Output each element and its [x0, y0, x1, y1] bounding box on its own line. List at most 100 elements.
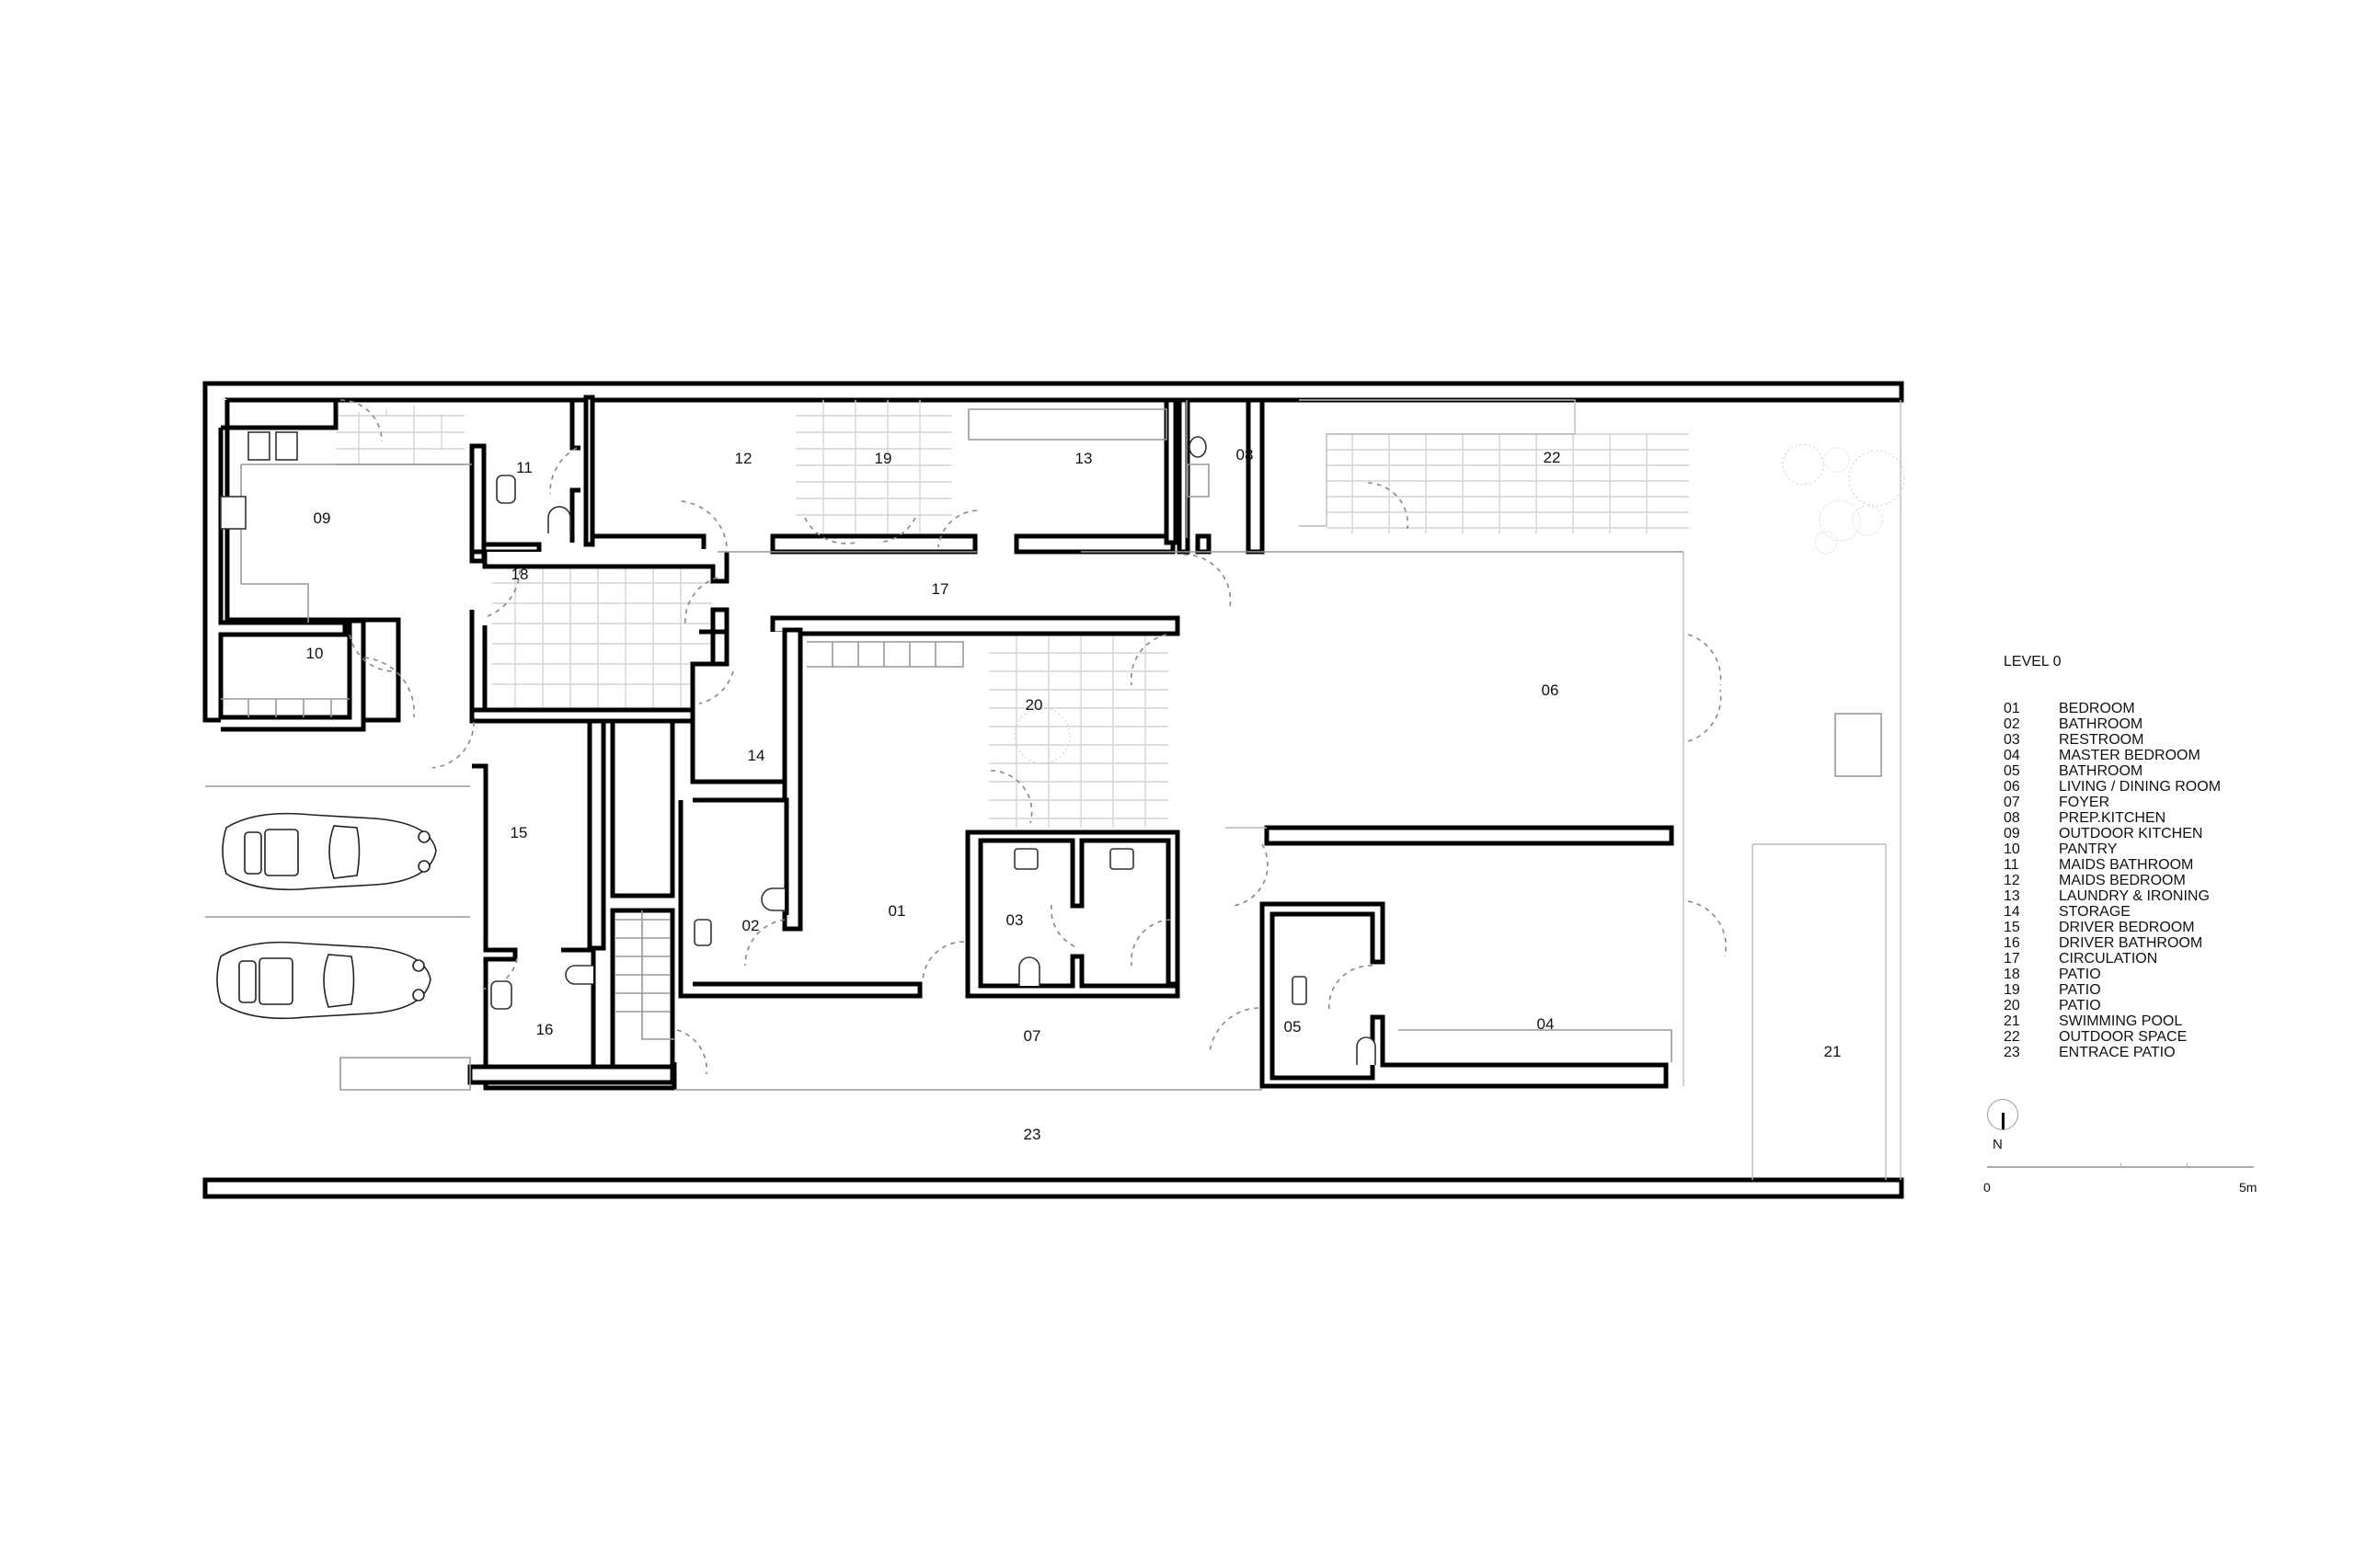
- legend-name: OUTDOOR KITCHEN: [2059, 825, 2203, 841]
- legend-item: 10 PANTRY: [2004, 841, 2221, 857]
- room-label-12: 12: [735, 450, 752, 467]
- room-label-03: 03: [1006, 911, 1024, 929]
- room-label-09: 09: [314, 509, 331, 527]
- legend-name: SWIMMING POOL: [2059, 1013, 2183, 1029]
- legend-item: 19 PATIO: [2004, 982, 2221, 998]
- room-label-20: 20: [1026, 696, 1043, 714]
- legend-num: 02: [2004, 715, 2020, 732]
- staircase: [615, 910, 674, 1040]
- north-arrow-icon: [1987, 1099, 2018, 1130]
- legend-name: MAIDS BATHROOM: [2059, 856, 2194, 873]
- legend-num: 01: [2004, 700, 2020, 716]
- room-label-07: 07: [1024, 1027, 1041, 1045]
- legend-num: 19: [2004, 981, 2020, 998]
- interior-walls: [218, 395, 1674, 1091]
- legend-name: MAIDS BEDROOM: [2059, 872, 2186, 888]
- legend-num: 15: [2004, 919, 2020, 935]
- legend-num: 20: [2004, 997, 2020, 1013]
- room-label-22: 22: [1544, 449, 1561, 466]
- legend-name: PATIO: [2059, 966, 2101, 982]
- legend-item: 23 ENTRACE PATIO: [2004, 1045, 2221, 1060]
- legend-num: 14: [2004, 903, 2020, 920]
- legend-item: 17 CIRCULATION: [2004, 951, 2221, 967]
- legend-item: 01 BEDROOM: [2004, 701, 2221, 716]
- legend-name: CIRCULATION: [2059, 950, 2158, 967]
- legend-name: BATHROOM: [2059, 762, 2143, 779]
- room-label-13: 13: [1075, 450, 1093, 467]
- legend-num: 17: [2004, 950, 2020, 967]
- room-label-23: 23: [1024, 1126, 1041, 1143]
- legend-num: 07: [2004, 794, 2020, 810]
- room-label-04: 04: [1537, 1015, 1555, 1033]
- legend-num: 05: [2004, 762, 2020, 779]
- scale-end-label: 5m: [2239, 1180, 2257, 1195]
- room-label-18: 18: [511, 566, 529, 583]
- legend-num: 04: [2004, 747, 2020, 763]
- legend-name: PANTRY: [2059, 841, 2118, 857]
- legend-name: OUTDOOR SPACE: [2059, 1028, 2188, 1045]
- room-label-16: 16: [536, 1021, 554, 1038]
- room-label-05: 05: [1284, 1018, 1302, 1036]
- room-label-10: 10: [306, 645, 324, 662]
- legend-num: 21: [2004, 1013, 2020, 1029]
- scale-tick: [2187, 1163, 2188, 1168]
- legend-item: 03 RESTROOM: [2004, 732, 2221, 748]
- car-icon: [222, 812, 437, 891]
- legend-name: STORAGE: [2059, 903, 2131, 920]
- room-label-08: 08: [1236, 446, 1254, 464]
- legend-name: BATHROOM: [2059, 715, 2143, 732]
- legend-num: 03: [2004, 731, 2020, 748]
- level-title: LEVEL 0: [2004, 654, 2062, 670]
- north-needle: [2002, 1113, 2005, 1129]
- legend-num: 11: [2004, 856, 2019, 873]
- legend-item: 09 OUTDOOR KITCHEN: [2004, 826, 2221, 841]
- legend-num: 22: [2004, 1028, 2020, 1045]
- room-label-14: 14: [748, 747, 765, 764]
- glazing-and-counters: [205, 400, 1887, 1180]
- room-label-02: 02: [742, 917, 760, 934]
- room-label-11: 11: [516, 459, 533, 476]
- scale-start-label: 0: [1983, 1180, 1991, 1195]
- legend-num: 18: [2004, 966, 2020, 982]
- legend-item: 07 FOYER: [2004, 795, 2221, 810]
- fixtures: [490, 436, 1376, 1065]
- legend-num: 10: [2004, 841, 2020, 857]
- legend-item: 05 BATHROOM: [2004, 763, 2221, 779]
- tree-icons: [1014, 443, 1905, 764]
- legend-num: 09: [2004, 825, 2020, 841]
- legend-name: DRIVER BEDROOM: [2059, 919, 2195, 935]
- room-label-21: 21: [1824, 1043, 1842, 1060]
- room-label-19: 19: [875, 450, 892, 467]
- car-icon: [216, 941, 431, 1020]
- legend-item: 12 MAIDS BEDROOM: [2004, 873, 2221, 888]
- doors: [339, 399, 1727, 1075]
- legend-item: 20 PATIO: [2004, 998, 2221, 1013]
- legend-name: RESTROOM: [2059, 731, 2144, 748]
- room-label-15: 15: [511, 824, 528, 841]
- legend-item: 04 MASTER BEDROOM: [2004, 748, 2221, 763]
- legend-item: 18 PATIO: [2004, 967, 2221, 982]
- legend-name: MASTER BEDROOM: [2059, 747, 2200, 763]
- legend-name: PATIO: [2059, 997, 2101, 1013]
- legend-item: 22 OUTDOOR SPACE: [2004, 1029, 2221, 1045]
- legend-name: PATIO: [2059, 981, 2101, 998]
- legend-name: ENTRACE PATIO: [2059, 1044, 2176, 1060]
- legend-num: 23: [2004, 1044, 2020, 1060]
- legend-num: 16: [2004, 934, 2020, 951]
- legend-num: 12: [2004, 872, 2020, 888]
- scale-bar: [1987, 1163, 2254, 1168]
- legend-item: 13 LAUNDRY & IRONING: [2004, 888, 2221, 904]
- legend-item: 14 STORAGE: [2004, 904, 2221, 920]
- legend-name: LAUNDRY & IRONING: [2059, 887, 2210, 904]
- legend-item: 02 BATHROOM: [2004, 716, 2221, 732]
- legend-name: FOYER: [2059, 794, 2110, 810]
- tile-paving: [336, 399, 1689, 828]
- room-label-17: 17: [932, 580, 949, 598]
- legend-num: 13: [2004, 887, 2020, 904]
- legend-name: PREP.KITCHEN: [2059, 809, 2166, 826]
- legend-name: BEDROOM: [2059, 700, 2135, 716]
